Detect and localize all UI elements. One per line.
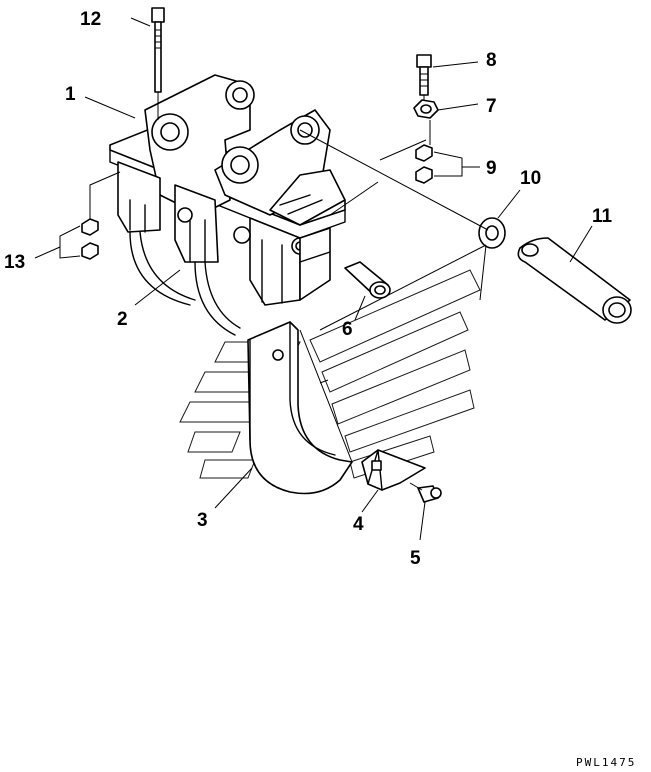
- callout-5: 5: [410, 548, 421, 569]
- washer: [478, 217, 506, 249]
- callout-13: 13: [4, 252, 25, 273]
- tooth-pin: [417, 485, 442, 503]
- callout-3: 3: [197, 510, 208, 531]
- nuts-9: [415, 144, 433, 184]
- callout-11: 11: [592, 206, 613, 227]
- callout-8: 8: [486, 50, 497, 71]
- callout-6: 6: [342, 319, 353, 340]
- callout-12: 12: [80, 9, 101, 30]
- long-bolt: [151, 7, 165, 93]
- shank-outline: [129, 231, 241, 336]
- leader-lines: [34, 17, 593, 541]
- nut-7: [413, 99, 439, 119]
- callout-4: 4: [353, 514, 364, 535]
- callout-9: 9: [486, 158, 497, 179]
- callout-7: 7: [486, 96, 497, 117]
- short-bolt: [416, 54, 432, 96]
- watermark-logo: [179, 269, 481, 479]
- drawing-code: PWL1475: [576, 756, 636, 769]
- callout-2: 2: [117, 309, 128, 330]
- callout-labels: 12 1 8 7 9 10 11 13 2 6 3 4 5: [4, 9, 613, 569]
- callout-10: 10: [520, 168, 541, 189]
- shank-pin: [344, 261, 391, 299]
- ripper-tooth: [361, 449, 426, 491]
- callout-1: 1: [65, 84, 76, 105]
- ripper-bracket: [109, 74, 346, 306]
- ripper-shank: [247, 321, 353, 495]
- bracket-pin: [517, 237, 632, 324]
- nuts-13: [81, 218, 99, 260]
